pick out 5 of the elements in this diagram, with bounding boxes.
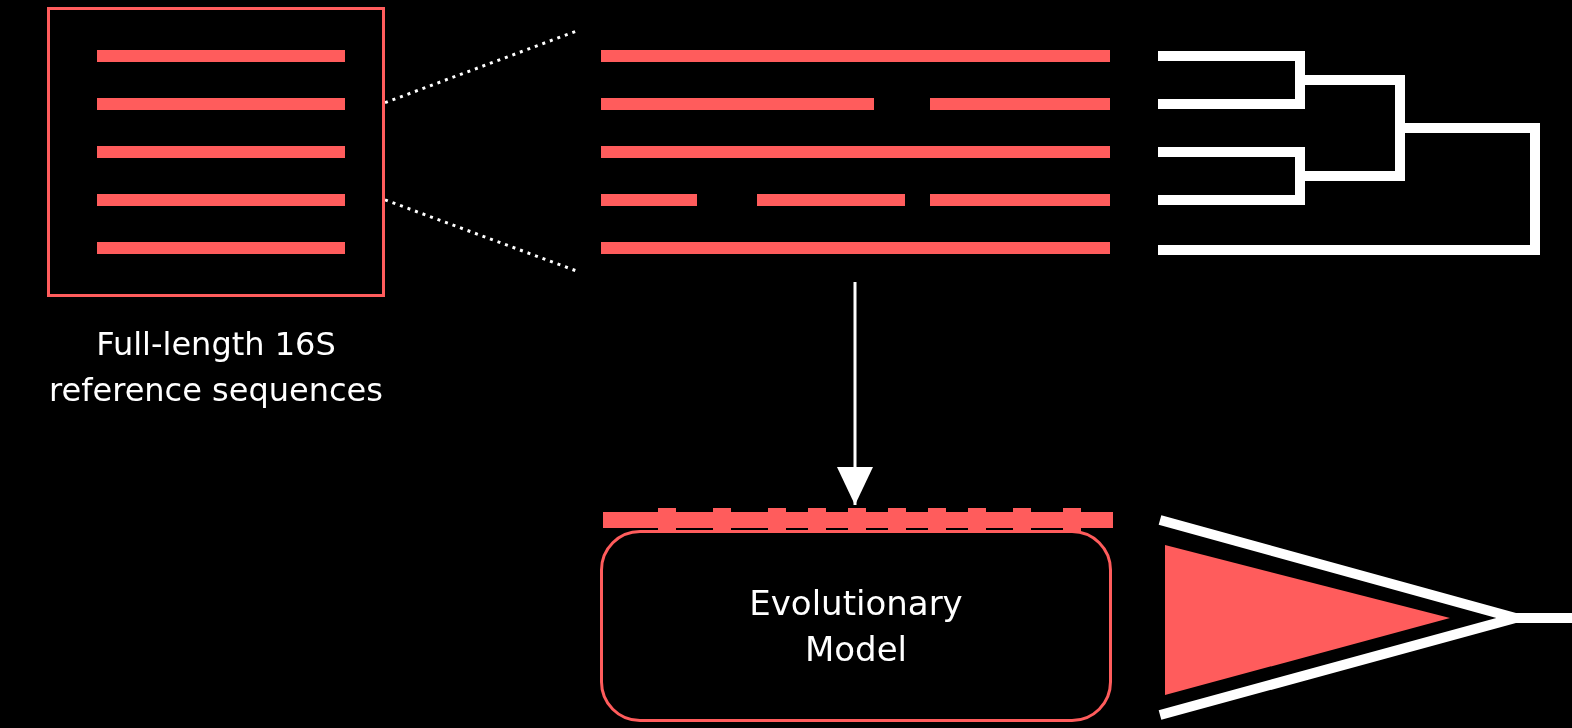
arrow — [837, 282, 873, 505]
caption-text: Full-length 16S reference sequences — [48, 324, 384, 411]
reference-sequences-box — [47, 7, 385, 297]
dotted-zoom-line — [384, 198, 579, 273]
box-label: Evolutionary Model — [748, 582, 964, 671]
